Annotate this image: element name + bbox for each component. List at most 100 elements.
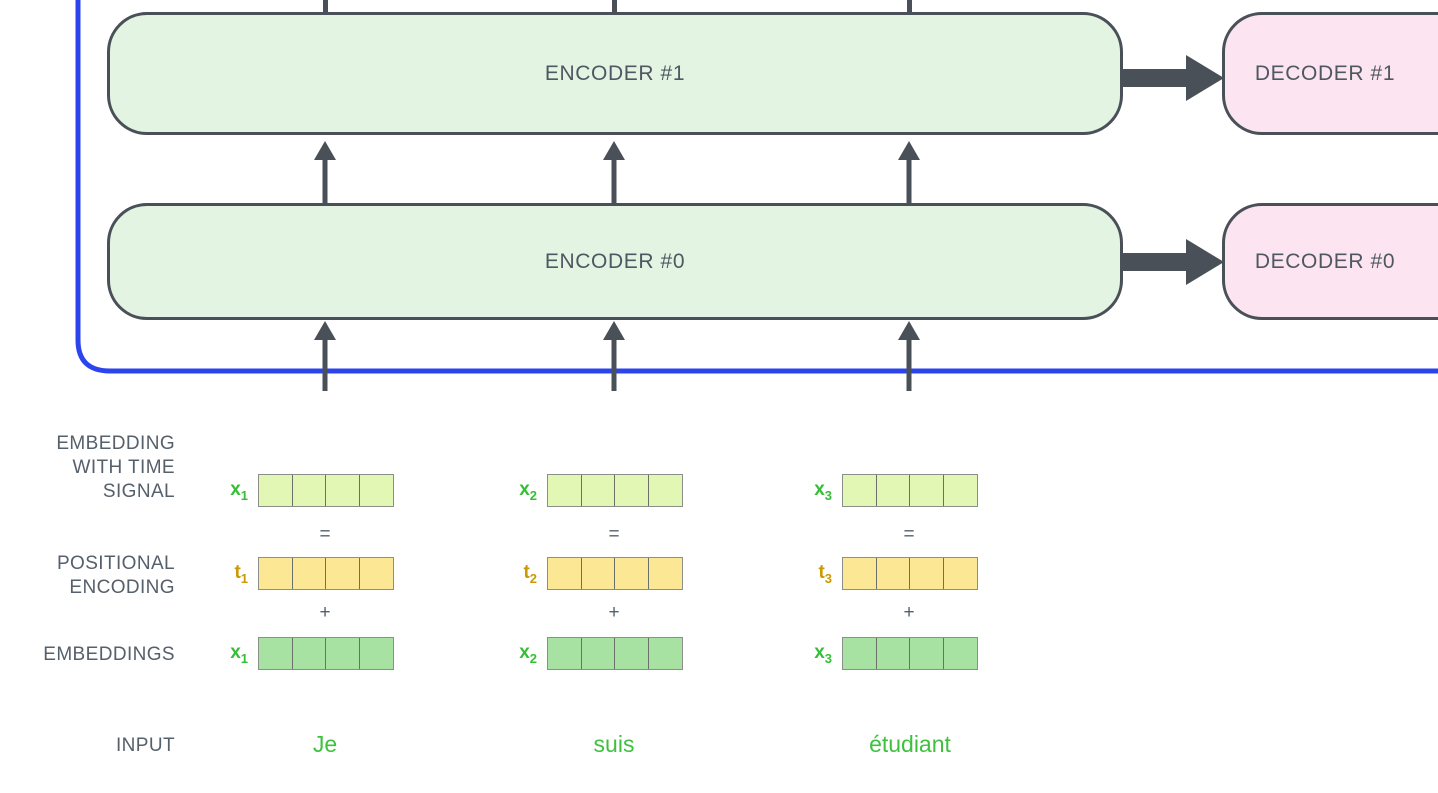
encoder-label-1: ENCODER #1 [544,61,686,85]
vector-tag-index: 2 [529,650,537,666]
arrow-stem [611,339,617,391]
arrow-head-icon [1186,55,1224,101]
vector-tag-x2-time-signal: x2 [489,479,537,503]
vector-embeddings-2 [547,637,683,670]
vector-positional-encoding-2 [547,557,683,590]
up-arrow-input-to-enc0-3 [898,321,920,391]
up-arrow-input-to-enc0-2 [603,321,625,391]
vector-tag-x2-embeddings: x2 [489,642,537,666]
encoder0-to-decoder0-arrow [1120,239,1224,285]
up-arrow-enc0-to-enc1-1 [314,141,336,203]
vector-cell [581,638,615,669]
arrow-head-icon [603,141,625,160]
vector-cell [943,475,977,506]
arrow-head-icon [898,141,920,160]
operator-plus-1: + [319,602,331,623]
vector-cell [943,558,977,589]
vector-cell [615,475,649,506]
vector-cell [648,475,682,506]
vector-cell [292,475,326,506]
up-arrow-enc0-to-enc1-2 [603,141,625,203]
arrow-head-icon [314,321,336,340]
input-word-2: suis [593,731,635,757]
encoder-box-1[interactable]: ENCODER #1 [107,12,1123,135]
vector-tag-letter: x [519,642,530,663]
vector-tag-index: 3 [824,570,832,586]
vector-cell [876,638,910,669]
decoder-box-1[interactable]: DECODER #1 [1222,12,1438,135]
vector-tag-letter: t [818,562,825,583]
vector-tag-index: 1 [240,487,248,503]
vector-tag-x1-time-signal: x1 [200,479,248,503]
vector-embedding-with-time-signal-1 [258,474,394,507]
vector-tag-index: 1 [240,570,248,586]
vector-embedding-with-time-signal-2 [547,474,683,507]
vector-cell [876,475,910,506]
vector-cell [910,558,944,589]
arrow-stem [906,159,912,203]
encoder-box-0[interactable]: ENCODER #0 [107,203,1123,320]
vector-tag-index: 3 [824,487,832,503]
vector-embeddings-3 [842,637,978,670]
vector-cell [326,558,360,589]
vector-tag-letter: x [230,479,241,500]
vector-tag-x3-time-signal: x3 [784,479,832,503]
vector-cell [615,638,649,669]
vector-tag-index: 3 [824,650,832,666]
vector-positional-encoding-1 [258,557,394,590]
vector-cell [326,638,360,669]
vector-cell [292,558,326,589]
vector-cell [876,558,910,589]
vector-cell [581,558,615,589]
vector-tag-index: 2 [529,570,537,586]
arrow-head-icon [314,141,336,160]
vector-cell [648,638,682,669]
operator-equals-3: = [903,524,915,545]
vector-cell [259,638,293,669]
vector-tag-index: 1 [240,650,248,666]
encoder1-output-stem-1 [323,0,328,12]
arrow-bar [1120,253,1190,271]
row-label-embeddings: EMBEDDINGS [43,644,175,665]
decoder-label-0: DECODER #0 [1254,249,1396,273]
vector-tag-letter: t [523,562,530,583]
vector-cell [943,638,977,669]
arrow-stem [611,159,617,203]
vector-cell [548,638,582,669]
decoder-box-0[interactable]: DECODER #0 [1222,203,1438,320]
encoder1-to-decoder1-arrow [1120,55,1224,101]
vector-positional-encoding-3 [842,557,978,590]
vector-cell [548,558,582,589]
input-word-1: Je [312,731,338,757]
arrow-stem [322,159,328,203]
row-label-embedding-with-time-signal: EMBEDDING WITH TIME SIGNAL [56,433,175,502]
operator-plus-3: + [903,602,915,623]
vector-tag-t1-positional: t1 [200,562,248,586]
vector-cell [359,638,393,669]
vector-cell [359,475,393,506]
decoder-label-1: DECODER #1 [1254,61,1396,85]
operator-equals-2: = [608,524,620,545]
vector-embedding-with-time-signal-3 [842,474,978,507]
vector-cell [581,475,615,506]
vector-embeddings-1 [258,637,394,670]
vector-cell [910,475,944,506]
encoder1-output-stem-3 [907,0,912,12]
vector-cell [359,558,393,589]
vector-cell [259,475,293,506]
vector-tag-letter: x [814,642,825,663]
up-arrow-enc0-to-enc1-3 [898,141,920,203]
vector-cell [292,638,326,669]
arrow-bar [1120,69,1190,87]
vector-tag-letter: t [234,562,241,583]
vector-cell [843,558,877,589]
arrow-stem [906,339,912,391]
vector-tag-letter: x [230,642,241,663]
encoder-label-0: ENCODER #0 [544,249,686,273]
vector-tag-letter: x [519,479,530,500]
vector-cell [843,638,877,669]
arrow-head-icon [603,321,625,340]
up-arrow-input-to-enc0-1 [314,321,336,391]
operator-plus-2: + [608,602,620,623]
